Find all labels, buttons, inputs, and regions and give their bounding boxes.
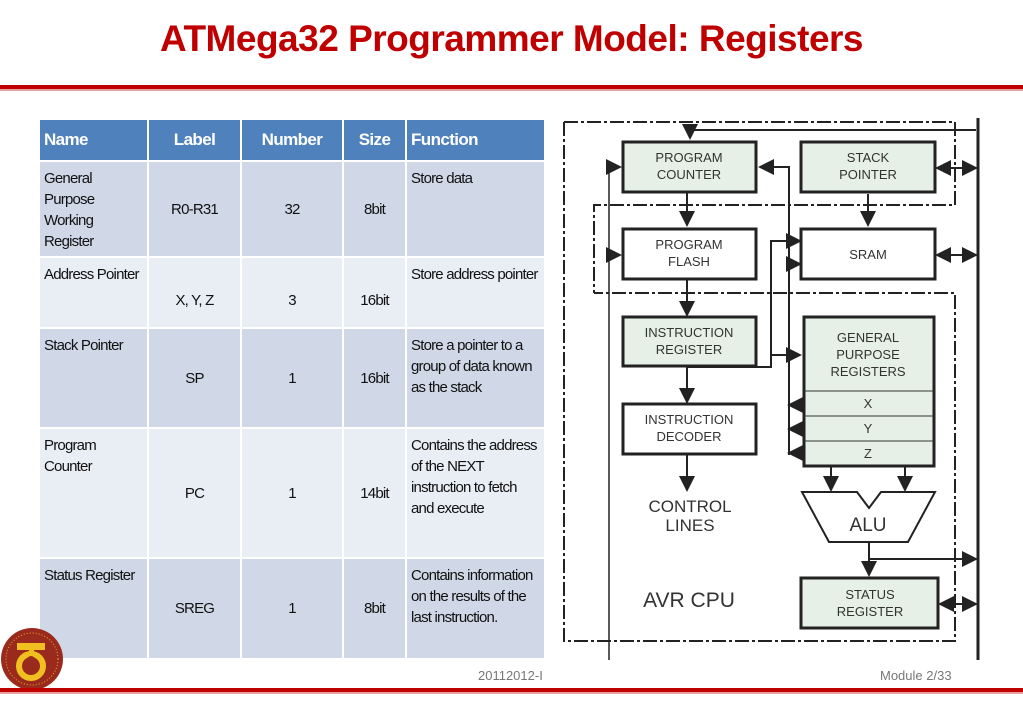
cell-function: Store address pointer (405, 256, 544, 328)
footer-page-number: Module 2/33 (880, 668, 952, 683)
control-lines-label: CONTROL (648, 497, 731, 516)
sram-label: SRAM (849, 247, 887, 262)
cell-label: R0-R31 (147, 160, 241, 257)
stack-pointer-label: STACK (847, 150, 890, 165)
program-flash-label: PROGRAM (655, 237, 722, 252)
table-row: Program Counter PC 1 14bit Contains the … (38, 427, 544, 558)
university-logo (1, 628, 63, 690)
cell-name: Stack Pointer (38, 327, 148, 428)
dashed-outline-memory (564, 121, 956, 293)
cell-number: 1 (240, 427, 343, 558)
cell-number: 1 (240, 327, 343, 428)
status-register-label: STATUS (845, 587, 895, 602)
dashed-outline-cpu (563, 122, 956, 642)
cell-function: Store a pointer to a group of data known… (405, 327, 544, 428)
cell-name: Program Counter (38, 427, 148, 558)
table-row: Status Register SREG 1 8bit Contains inf… (38, 557, 544, 658)
control-lines-label: LINES (665, 516, 714, 535)
header-size: Size (342, 120, 406, 161)
instruction-register-label: REGISTER (656, 342, 722, 357)
gpr-label: GENERAL (837, 330, 899, 345)
cell-size: 16bit (342, 256, 406, 328)
alu-shape (800, 491, 937, 543)
gpr-label: REGISTERS (830, 364, 905, 379)
instruction-decoder-label: INSTRUCTION (645, 412, 734, 427)
y-register-label: Y (864, 421, 873, 436)
x-register-label: X (864, 396, 873, 411)
table-header-row: Name Label Number Size Function (38, 120, 544, 161)
alu-label: ALU (850, 515, 887, 536)
cell-function: Contains information on the results of t… (405, 557, 544, 658)
program-counter-box (621, 140, 758, 194)
cell-name: Address Pointer (38, 256, 148, 328)
cell-function: Store data (405, 160, 544, 257)
instruction-decoder-box (621, 402, 758, 456)
cell-name: General Purpose Working Register (38, 160, 148, 257)
stack-pointer-box (799, 140, 937, 194)
cell-size: 8bit (342, 160, 406, 257)
avr-cpu-label: AVR CPU (643, 589, 735, 612)
cell-number: 3 (240, 256, 343, 328)
program-flash-box (621, 227, 758, 281)
header-function: Function (405, 120, 544, 161)
cell-size: 16bit (342, 327, 406, 428)
gpr-label: PURPOSE (836, 347, 900, 362)
cell-label: PC (147, 427, 241, 558)
status-register-box (799, 576, 940, 630)
program-counter-label: COUNTER (657, 167, 721, 182)
cell-label: SREG (147, 557, 241, 658)
footer-code: 20112012-I (478, 668, 543, 683)
cell-label: X, Y, Z (147, 256, 241, 328)
header-label: Label (147, 120, 241, 161)
cell-label: SP (147, 327, 241, 428)
table-row: General Purpose Working Register R0-R31 … (38, 160, 544, 257)
cell-number: 32 (240, 160, 343, 257)
status-register-label: REGISTER (837, 604, 903, 619)
cell-size: 8bit (342, 557, 406, 658)
table-row: Address Pointer X, Y, Z 3 16bit Store ad… (38, 256, 544, 328)
z-register-label: Z (864, 446, 872, 461)
page-title: ATMega32 Programmer Model: Registers (159, 18, 864, 59)
sram-box (799, 227, 937, 281)
footer-divider (0, 688, 1023, 694)
program-flash-label: FLASH (668, 254, 710, 269)
program-counter-label: PROGRAM (655, 150, 722, 165)
instruction-decoder-label: DECODER (656, 429, 721, 444)
title-divider (0, 85, 1023, 91)
cell-size: 14bit (342, 427, 406, 558)
cell-function: Contains the address of the NEXT instruc… (405, 427, 544, 558)
instruction-register-box (621, 315, 758, 368)
stack-pointer-label: POINTER (839, 167, 897, 182)
header-name: Name (38, 120, 148, 161)
table-row: Stack Pointer SP 1 16bit Store a pointer… (38, 327, 544, 428)
instruction-register-label: INSTRUCTION (645, 325, 734, 340)
cell-number: 1 (240, 557, 343, 658)
registers-table: Name Label Number Size Function General … (38, 120, 544, 658)
header-number: Number (240, 120, 343, 161)
